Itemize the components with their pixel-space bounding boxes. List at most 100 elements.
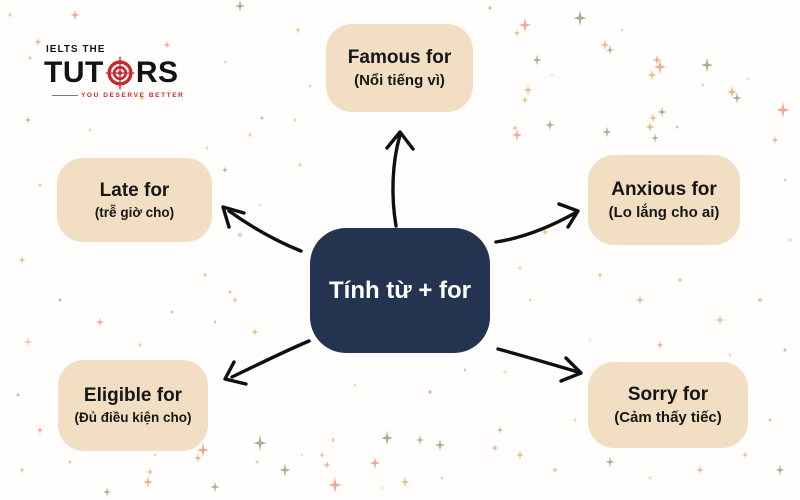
- sparkle-icon: [18, 255, 26, 265]
- sparkle-icon: [497, 426, 503, 434]
- sparkle-icon: [657, 106, 667, 118]
- center-node-tinh-tu-for: Tính từ + for: [310, 228, 490, 353]
- sparkle-icon: [23, 336, 33, 348]
- arrow-center-to-eligible: [223, 339, 311, 386]
- sparkle-icon: [728, 352, 732, 358]
- sparkle-icon: [545, 119, 555, 131]
- sparkle-icon: [502, 368, 508, 376]
- node-title: Famous for: [347, 46, 452, 68]
- sparkle-icon: [68, 459, 72, 465]
- sparkle-icon: [96, 317, 104, 327]
- sparkle-icon: [782, 346, 788, 354]
- sparkle-icon: [602, 126, 612, 138]
- sparkle-icon: [279, 463, 291, 477]
- sparkle-icon: [715, 314, 725, 326]
- sparkle-icon: [253, 434, 267, 452]
- sparkle-icon: [70, 9, 80, 21]
- sparkle-icon: [636, 295, 644, 305]
- sparkle-icon: [194, 453, 202, 463]
- sparkle-icon: [37, 181, 43, 189]
- node-anxious-for: Anxious for (Lo lắng cho ai): [588, 155, 740, 245]
- sparkle-icon: [605, 456, 615, 468]
- sparkle-icon: [293, 117, 297, 123]
- sparkle-icon: [400, 476, 410, 488]
- sparkle-icon: [153, 452, 157, 458]
- node-subtitle: (Đủ điều kiện cho): [74, 410, 192, 426]
- sparkle-icon: [513, 28, 521, 38]
- node-sorry-for: Sorry for (Cảm thấy tiếc): [588, 362, 748, 448]
- sparkle-icon: [606, 45, 614, 55]
- sparkle-icon: [597, 271, 603, 279]
- sparkle-icon: [523, 84, 533, 96]
- sparkle-icon: [519, 17, 531, 33]
- sparkle-icon: [767, 416, 773, 424]
- center-node-label: Tính từ + for: [328, 276, 472, 304]
- sparkle-icon: [787, 236, 793, 244]
- sparkle-icon: [532, 54, 542, 66]
- sparkle-icon: [573, 417, 577, 423]
- sparkle-icon: [222, 58, 228, 66]
- sparkle-icon: [550, 72, 554, 78]
- sparkle-icon: [654, 59, 666, 75]
- sparkle-icon: [247, 131, 253, 139]
- sparkle-icon: [36, 425, 44, 435]
- sparkle-icon: [308, 83, 312, 89]
- sparkle-icon: [588, 337, 592, 343]
- sparkle-icon: [353, 382, 357, 388]
- sparkle-icon: [103, 487, 111, 497]
- arrow-center-to-anxious: [494, 202, 580, 244]
- sparkle-icon: [517, 264, 523, 272]
- sparkle-icon: [57, 296, 63, 304]
- sparkle-icon: [416, 435, 424, 445]
- node-title: Anxious for: [611, 178, 717, 200]
- sparkle-icon: [205, 145, 209, 151]
- sparkle-icon: [330, 436, 336, 444]
- sparkle-icon: [202, 271, 208, 279]
- sparkle-icon: [491, 443, 499, 453]
- sparkle-icon: [776, 101, 790, 119]
- sparkle-icon: [573, 9, 587, 27]
- sparkle-icon: [783, 177, 787, 183]
- sparkle-icon: [300, 453, 304, 457]
- sparkle-icon: [727, 85, 737, 99]
- sparkle-icon: [516, 450, 524, 460]
- sparkle-icon: [649, 113, 657, 123]
- node-subtitle: (Nổi tiếng vì): [354, 71, 445, 89]
- node-title: Eligible for: [83, 385, 183, 407]
- target-icon: [105, 56, 135, 90]
- node-title: Sorry for: [627, 383, 709, 405]
- sparkle-icon: [7, 11, 13, 19]
- sparkle-icon: [258, 202, 262, 208]
- sparkle-icon: [222, 166, 228, 174]
- sparkle-icon: [656, 340, 664, 350]
- sparkle-icon: [15, 391, 21, 399]
- sparkle-icon: [163, 40, 171, 50]
- sparkle-icon: [297, 161, 303, 169]
- sparkle-icon: [677, 276, 683, 284]
- sparkle-icon: [541, 227, 549, 237]
- sparkle-icon: [146, 467, 154, 477]
- sparkle-icon: [487, 4, 493, 12]
- sparkle-icon: [27, 54, 33, 62]
- sparkle-icon: [237, 231, 243, 239]
- sparkle-icon: [463, 367, 467, 373]
- sparkle-icon: [647, 69, 657, 81]
- sparkle-icon: [254, 458, 260, 466]
- sparkle-icon: [440, 475, 444, 481]
- node-subtitle: (Cảm thấy tiếc): [614, 408, 722, 426]
- arrow-center-to-famous: [385, 130, 415, 228]
- sparkle-icon: [370, 456, 380, 470]
- sparkle-icon: [645, 121, 655, 133]
- sparkle-icon: [427, 388, 433, 396]
- node-subtitle: (Lo lắng cho ai): [608, 203, 720, 221]
- sparkle-icon: [251, 327, 259, 337]
- sparkle-icon: [25, 116, 31, 124]
- sparkle-icon: [652, 54, 662, 66]
- sparkle-icon: [651, 133, 659, 143]
- sparkle-icon: [213, 319, 217, 325]
- node-late-for: Late for (trễ giờ cho): [57, 158, 212, 242]
- arrow-center-to-late: [221, 205, 303, 253]
- sparkle-icon: [88, 127, 92, 133]
- sparkle-icon: [259, 114, 265, 122]
